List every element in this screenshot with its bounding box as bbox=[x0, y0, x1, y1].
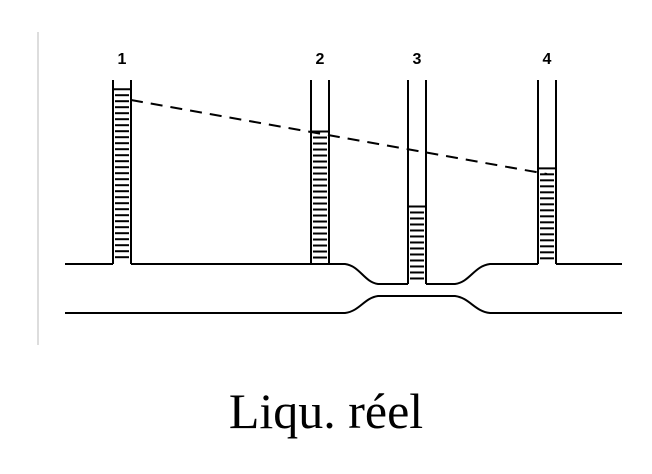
pipe-upper-wall bbox=[65, 263, 622, 285]
tube-3-liquid-column bbox=[408, 205, 426, 280]
tube-4-liquid-column bbox=[538, 167, 556, 260]
tube-4-label: 4 bbox=[543, 51, 552, 68]
tube-2-liquid-column bbox=[311, 130, 329, 259]
tube-1-liquid-column bbox=[113, 88, 131, 259]
tube-2-label: 2 bbox=[316, 51, 325, 68]
tube-3-label: 3 bbox=[413, 51, 422, 68]
pipe-lower-wall bbox=[65, 295, 622, 314]
tube-2 bbox=[310, 80, 330, 264]
tube-1-label: 1 bbox=[118, 51, 127, 68]
tube-1 bbox=[112, 80, 132, 264]
tube-4 bbox=[537, 80, 557, 264]
caption-liquide-reel: Liqu. réel bbox=[228, 383, 424, 439]
head-loss-dashed-line bbox=[130, 99, 548, 175]
tube-3 bbox=[407, 80, 427, 284]
